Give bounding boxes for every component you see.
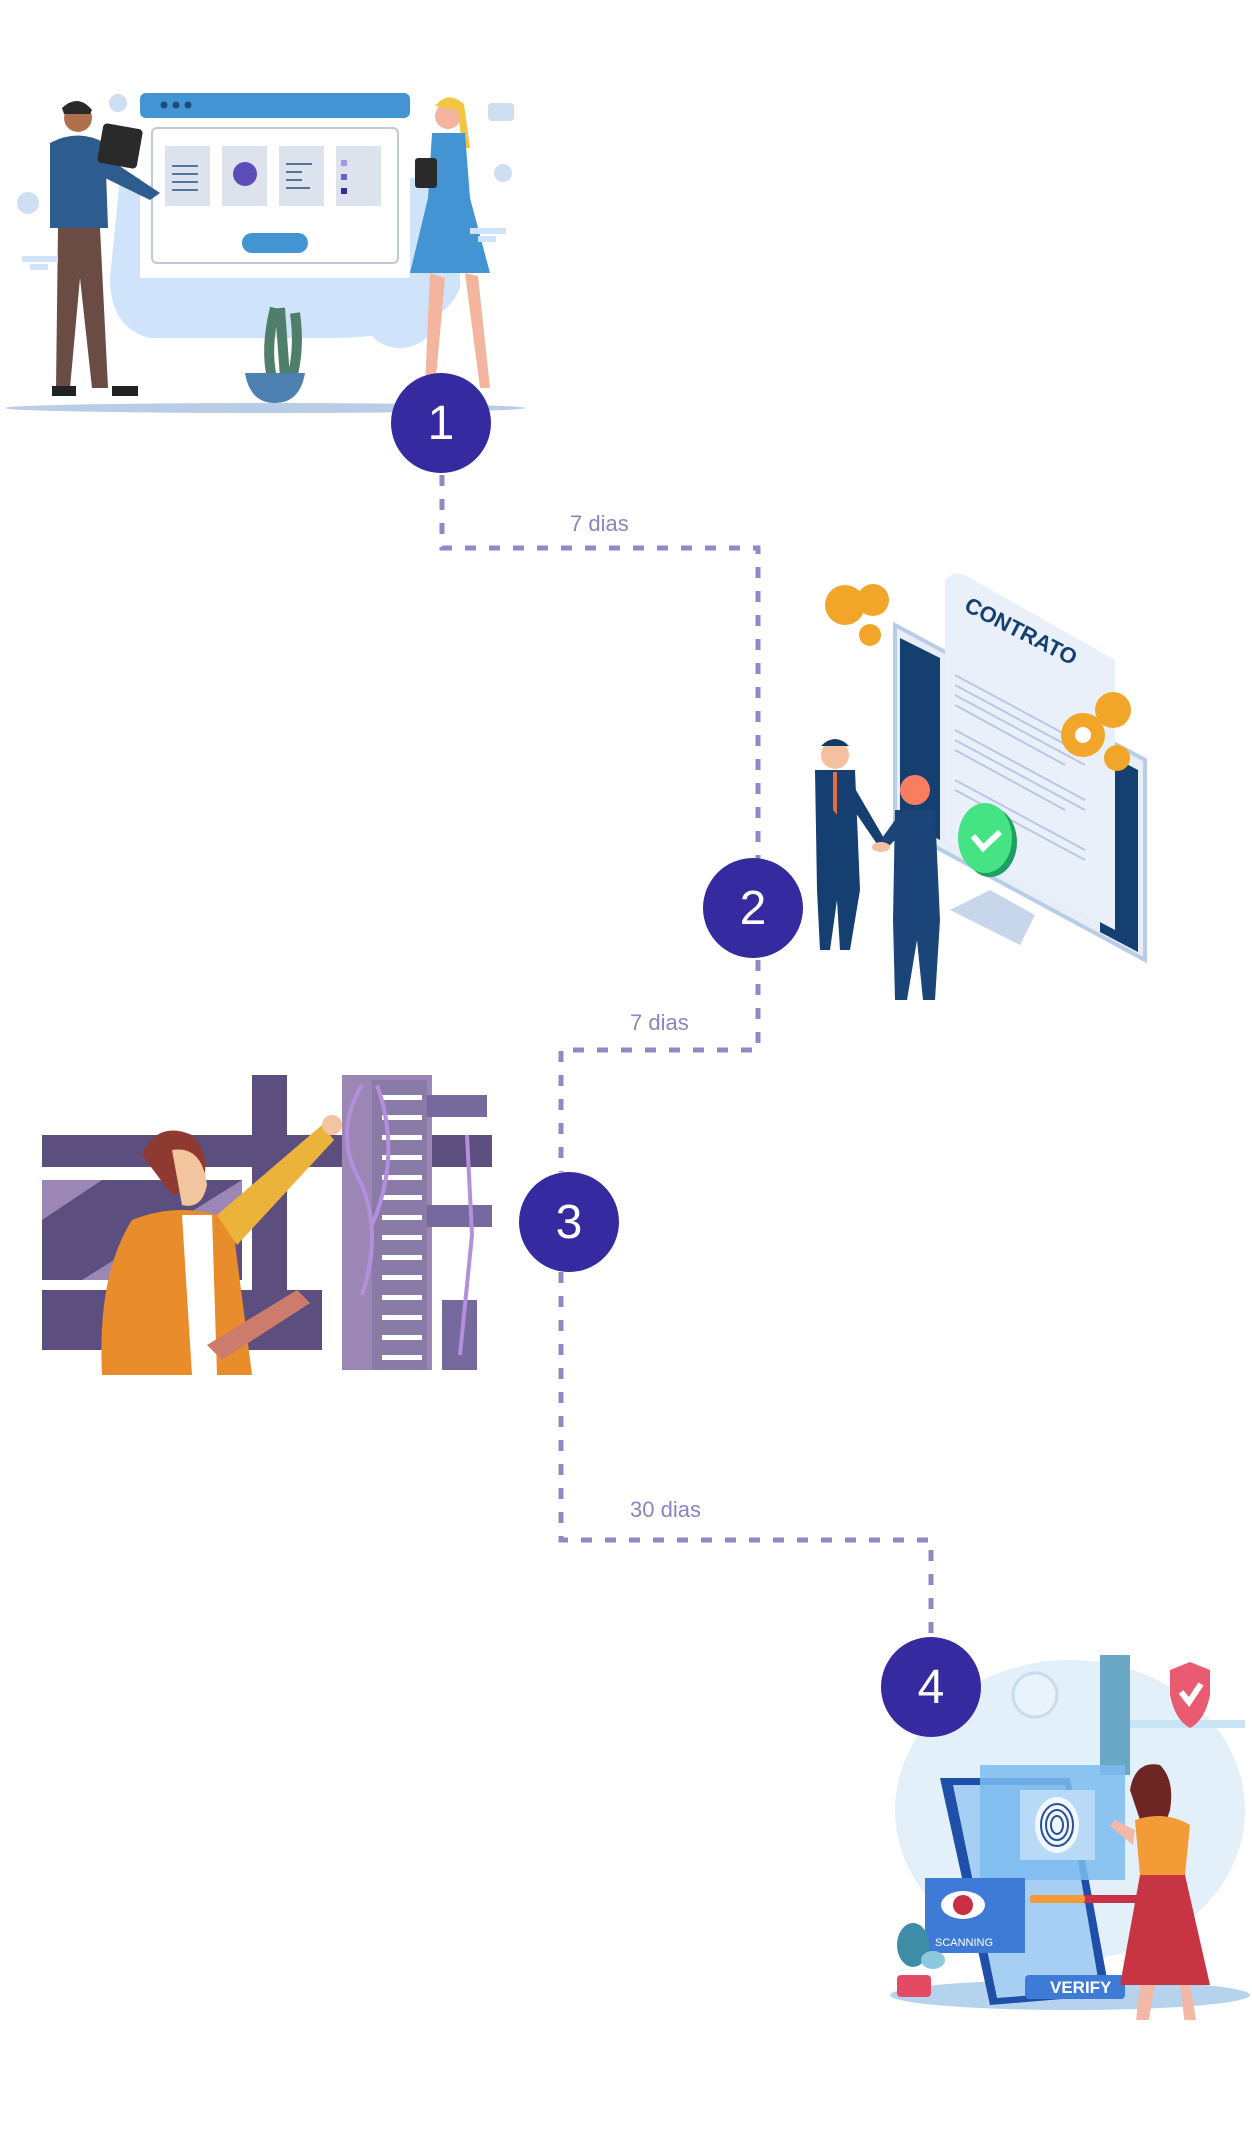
illustration-step-2: CONTRATO <box>815 573 1147 1000</box>
rack-slots <box>382 1095 422 1360</box>
illustration-step-1 <box>5 93 525 413</box>
connector-3-4 <box>558 1272 934 1638</box>
verify-button-graphic <box>1025 1975 1125 1999</box>
duration-label-3: 30 dias <box>630 1497 701 1522</box>
eye-icon <box>953 1895 973 1915</box>
step-badge-1: 1 <box>391 373 491 473</box>
verify-label: VERIFY <box>1050 1978 1112 1997</box>
duration-label-2: 7 dias <box>630 1010 689 1035</box>
step-badge-3: 3 <box>519 1172 619 1272</box>
illustration-step-3 <box>42 1075 492 1375</box>
scanning-label: SCANNING <box>935 1937 993 1949</box>
step-badge-4: 4 <box>881 1637 981 1737</box>
shield-check-icon <box>1170 1662 1210 1728</box>
document-icons <box>165 146 381 206</box>
fingerprint-icon <box>1040 1803 1074 1847</box>
illustration-step-4: SCANNING VERIFY <box>890 1655 1250 2020</box>
connector-2-3 <box>558 960 761 1172</box>
duration-label-1: 7 dias <box>570 511 629 536</box>
step-badge-2: 2 <box>703 858 803 958</box>
